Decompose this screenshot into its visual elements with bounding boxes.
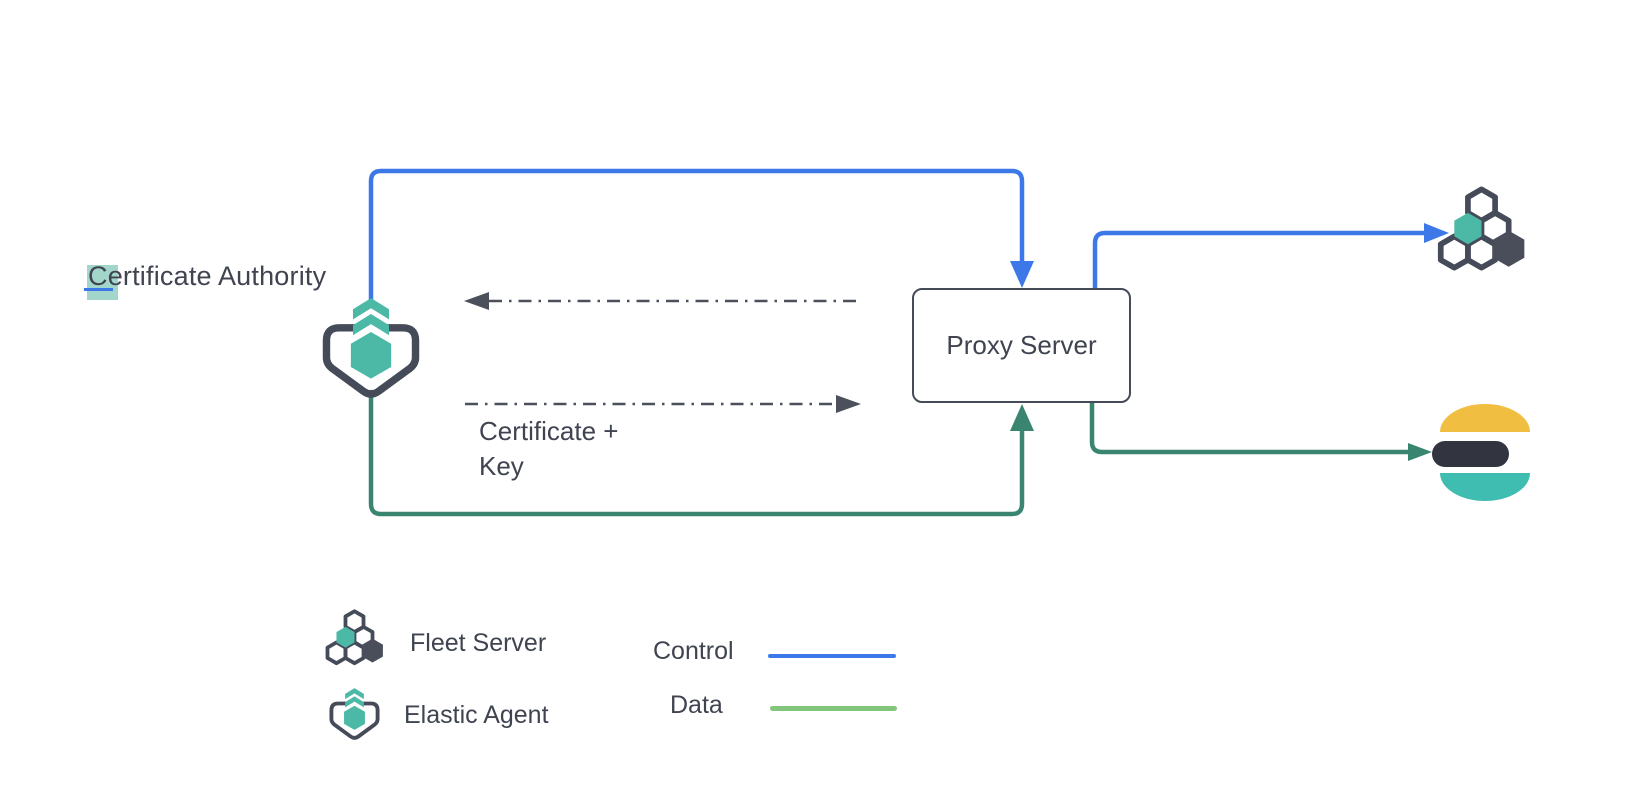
certificate-key-line1: Certificate + <box>479 416 619 446</box>
certificate-authority-rest: ertificate Authority <box>107 261 327 291</box>
proxy-server-label: Proxy Server <box>946 330 1097 360</box>
certificate-authority-first-letter: C <box>88 261 108 291</box>
control-connector-proxy-to-fleet[interactable] <box>1092 230 1428 290</box>
control-arrowhead-fleet <box>1424 223 1449 243</box>
control-connector-agent-to-proxy[interactable] <box>368 168 1025 306</box>
legend-control-label[interactable]: Control <box>653 637 734 665</box>
legend-fleet-server-icon[interactable] <box>323 609 386 672</box>
dashed-arrowhead-right <box>836 395 861 413</box>
legend-control-line-swatch <box>768 654 896 658</box>
certificate-authority-label[interactable]: Certificate Authority <box>88 261 326 292</box>
control-arrowhead-proxy <box>1010 261 1034 288</box>
certificate-key-line2: Key <box>479 451 524 481</box>
elastic-agent-icon[interactable] <box>318 296 424 402</box>
legend-data-line-swatch <box>770 706 897 711</box>
proxy-server-box[interactable]: Proxy Server <box>912 288 1131 403</box>
data-arrowhead-elasticsearch <box>1408 443 1432 461</box>
text-selection-highlight <box>87 265 118 300</box>
data-connector-proxy-to-elasticsearch[interactable] <box>1089 400 1412 455</box>
legend-elastic-agent-label[interactable]: Elastic Agent <box>404 701 549 729</box>
text-cursor-underline <box>84 288 113 291</box>
legend-data-label[interactable]: Data <box>670 691 723 719</box>
fleet-server-icon[interactable] <box>1434 186 1529 281</box>
data-arrowhead-proxy <box>1010 404 1034 431</box>
legend-fleet-server-label[interactable]: Fleet Server <box>410 629 547 657</box>
legend-elastic-agent-icon[interactable] <box>327 687 382 742</box>
certificate-key-label[interactable]: Certificate + Key <box>479 414 618 484</box>
dashed-arrowhead-left <box>464 292 489 310</box>
data-connector-agent-to-proxy[interactable] <box>368 389 1025 517</box>
elasticsearch-icon[interactable] <box>1430 402 1530 504</box>
